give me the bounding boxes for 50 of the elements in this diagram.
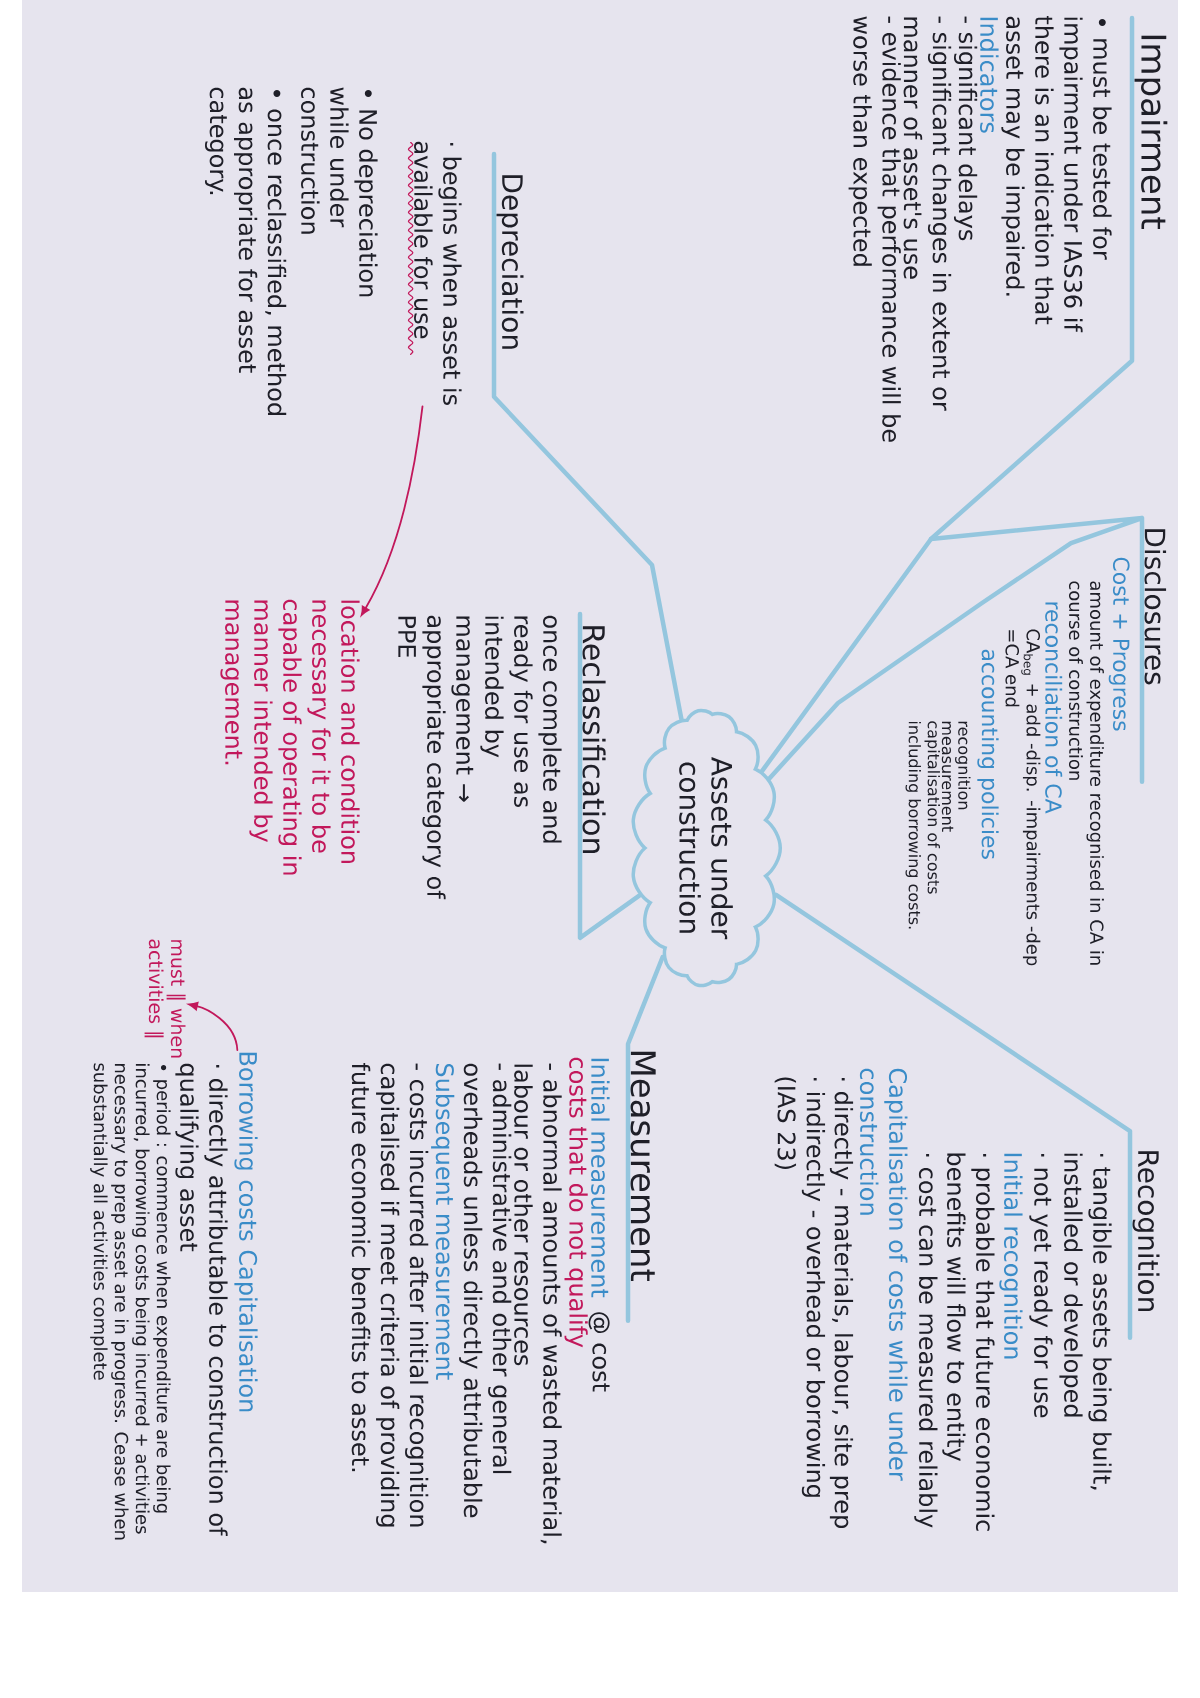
subheading: Indicators: [980, 17, 999, 133]
note-text: · directly - materials, labour, site prep: [829, 1078, 854, 1528]
subheading: Cost + Progress: [1108, 557, 1130, 731]
note-text: recognition: [955, 721, 971, 810]
note-text: • once reclassified, method as appropriate for asset category.: [205, 87, 287, 415]
note-text: @ cost: [588, 1312, 610, 1392]
central-cloud: Assets under construction: [631, 708, 783, 988]
subheading: Initial recognition: [999, 1153, 1023, 1359]
note-text: once complete and ready for use as intended by management → appropriate category of PPE: [398, 615, 562, 900]
subheading: accounting policies: [977, 649, 999, 859]
branch-line: [773, 892, 1133, 1341]
branch-line: [577, 611, 642, 941]
note-text: • must be tested for impairment under IAS36 if there is an indication that asset may be impaired.: [1001, 16, 1112, 333]
branch-heading: Disclosures: [1144, 529, 1167, 685]
note-text: measurement: [941, 721, 954, 832]
branch-heading: Reclassification: [582, 626, 606, 853]
note-text: · tangible assets being built, installed or developed: [1059, 1153, 1112, 1490]
subheading: Subsequent measurement: [431, 1064, 455, 1380]
note-text: - significant delays: [954, 16, 978, 241]
arrow: [188, 1001, 239, 1051]
annotation-text: must ‖ when activities ‖: [144, 939, 186, 1058]
subheading: reconciliation of CA: [1045, 602, 1063, 814]
branch-line: [625, 954, 665, 1324]
note-text: CA$_{beg}$ + add -disp. -impairments -dep =CA end: [1005, 629, 1041, 966]
annotation-text: location and condition necessary for it to be capable of operating in manner intended by management.: [220, 599, 360, 875]
note-text: · indirectly - overhead or borrowing (IAS 23): [774, 1077, 826, 1497]
note-text: · not yet ready for use: [1029, 1154, 1053, 1418]
note-text: · directly attributable to construction of qualifying asset: [175, 1063, 228, 1536]
note-text: - significant changes in extent or manner of asset's use: [903, 16, 952, 411]
note-text: - abnormal amounts of wasted material, labour or other resources: [514, 1063, 562, 1544]
note-text: capitalisation of costs including borrowing costs.: [905, 721, 940, 929]
note-text: - evidence that performance will be worse than expected: [848, 16, 901, 442]
note-text: · probable that future economic benefits will flow to entity: [942, 1153, 995, 1531]
subheading: Borrowing costs Capitalisation: [234, 1052, 258, 1412]
branch-heading: Impairment: [1134, 35, 1168, 229]
note-text: · cost can be measured reliably: [914, 1154, 938, 1528]
note-text: amount of expenditure recognised in CA in course of construction: [1069, 581, 1104, 965]
branch-heading: Depreciation: [496, 175, 524, 349]
note-text: · begins when asset is available for use: [414, 141, 462, 405]
note-text: - costs incurred after initial recognition capitalised if meet criteria of providing future economic benefits to asset.: [351, 1063, 429, 1527]
branch-heading: Measurement: [630, 1051, 656, 1281]
arrow: [360, 405, 424, 616]
branch-heading: Recognition: [1132, 1151, 1160, 1311]
annotation-text: costs that do not qualify: [564, 1057, 588, 1348]
subheading: Capitalisation of costs while under construction: [859, 1068, 908, 1481]
branch-line: [759, 15, 1135, 774]
branch-line: [491, 151, 684, 722]
branch-line: [767, 515, 1145, 785]
subheading: Initial measurement: [591, 1058, 610, 1298]
note-text: • period : commence when expenditure are being incurred, borrowing costs being incurred + activities necessary to prep asset are in progress. Cease when substantially all activities complete: [90, 1063, 171, 1540]
